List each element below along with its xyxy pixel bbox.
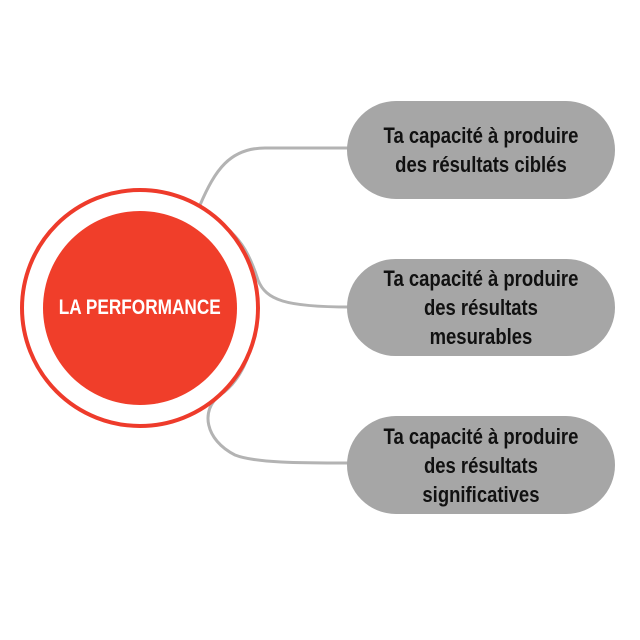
connector-top bbox=[198, 146, 350, 206]
branch-node-2-text: Ta capacité à produire des résultats mes… bbox=[384, 264, 579, 351]
branch-node-2-line-3: mesurables bbox=[429, 324, 533, 349]
branch-node-3-line-3: significatives bbox=[422, 481, 540, 507]
branch-node-2: Ta capacité à produire des résultats mes… bbox=[347, 259, 615, 356]
branch-node-3-line-2: des résultats bbox=[423, 452, 539, 478]
branch-node-3-text: Ta capacité à produire des résultats sig… bbox=[384, 422, 579, 509]
center-node: LA PERFORMANCE bbox=[43, 211, 237, 405]
branch-node-1-line-1: Ta capacité à produire bbox=[383, 123, 579, 148]
center-label: LA PERFORMANCE bbox=[58, 296, 222, 319]
branch-node-1-text: Ta capacité à produire des résultats cib… bbox=[384, 121, 579, 179]
branch-node-2-line-1: Ta capacité à produire bbox=[383, 266, 579, 291]
branch-node-3-line-1: Ta capacité à produire bbox=[383, 423, 579, 449]
branch-node-1-line-2: des résultats ciblés bbox=[395, 152, 567, 177]
branch-node-1: Ta capacité à produire des résultats cib… bbox=[347, 101, 615, 199]
branch-node-2-line-2: des résultats bbox=[423, 295, 539, 320]
branch-node-3: Ta capacité à produire des résultats sig… bbox=[347, 416, 615, 514]
